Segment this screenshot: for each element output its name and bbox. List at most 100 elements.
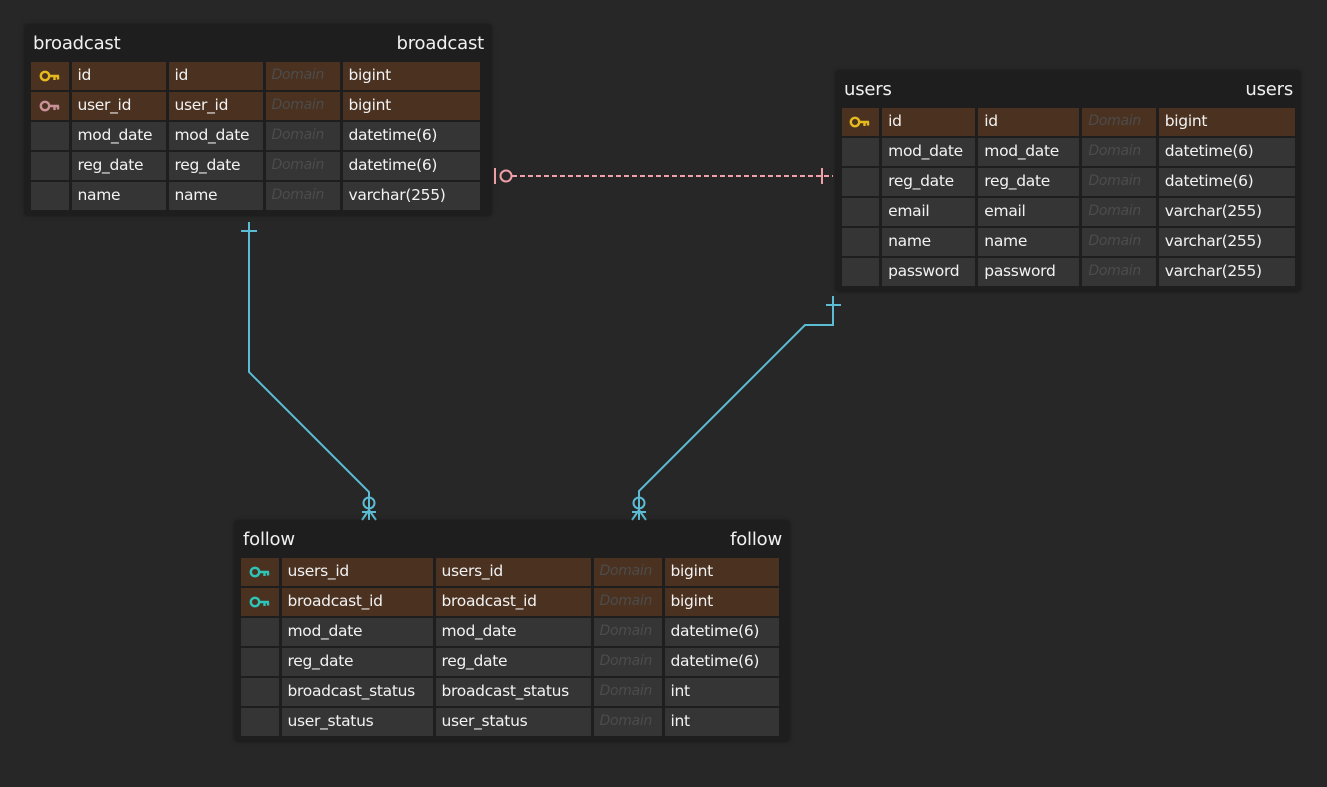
domain-cell[interactable]: Domain bbox=[1082, 228, 1156, 256]
physical-name-cell[interactable]: email bbox=[978, 198, 1080, 226]
physical-name-cell[interactable]: reg_date bbox=[978, 168, 1080, 196]
relationship-broadcast-follow[interactable] bbox=[241, 222, 377, 521]
data-type-cell[interactable]: varchar(255) bbox=[342, 182, 480, 210]
data-type-cell[interactable]: bigint bbox=[342, 62, 480, 90]
logical-name-cell[interactable]: name bbox=[71, 182, 166, 210]
logical-name-cell[interactable]: reg_date bbox=[882, 168, 976, 196]
logical-name-cell[interactable]: mod_date bbox=[281, 618, 433, 646]
entity-header[interactable]: follow follow bbox=[235, 521, 789, 557]
physical-name-cell[interactable]: user_id bbox=[168, 92, 263, 120]
data-type-cell[interactable]: int bbox=[664, 678, 779, 706]
relationship-line[interactable] bbox=[638, 296, 834, 520]
physical-name-cell[interactable]: id bbox=[168, 62, 263, 90]
logical-name-cell[interactable]: broadcast_status bbox=[281, 678, 433, 706]
domain-cell[interactable]: Domain bbox=[1082, 138, 1156, 166]
entity-header[interactable]: broadcast broadcast bbox=[25, 25, 491, 61]
domain-cell[interactable]: Domain bbox=[1082, 168, 1156, 196]
relationship-line[interactable] bbox=[248, 222, 370, 520]
data-type-cell[interactable]: datetime(6) bbox=[342, 152, 480, 180]
data-type-cell[interactable]: datetime(6) bbox=[664, 648, 779, 676]
data-type-cell[interactable]: int bbox=[664, 708, 779, 736]
domain-cell[interactable]: Domain bbox=[1082, 258, 1156, 286]
logical-name-cell[interactable]: user_status bbox=[281, 708, 433, 736]
domain-cell[interactable]: Domain bbox=[593, 618, 662, 646]
logical-name-cell[interactable]: mod_date bbox=[882, 138, 976, 166]
key-slot bbox=[841, 198, 880, 226]
physical-name-cell[interactable]: user_status bbox=[435, 708, 591, 736]
logical-name-cell[interactable]: id bbox=[71, 62, 166, 90]
logical-name-cell[interactable]: reg_date bbox=[71, 152, 166, 180]
entity-header[interactable]: users users bbox=[836, 71, 1300, 107]
logical-name-cell[interactable]: name bbox=[882, 228, 976, 256]
data-type-cell[interactable]: bigint bbox=[664, 588, 779, 616]
data-type-cell[interactable]: bigint bbox=[664, 558, 779, 586]
data-type-cell[interactable]: datetime(6) bbox=[342, 122, 480, 150]
domain-cell[interactable]: Domain bbox=[593, 648, 662, 676]
physical-name-cell[interactable]: name bbox=[168, 182, 263, 210]
domain-cell[interactable]: Domain bbox=[265, 122, 340, 150]
data-type-cell[interactable]: bigint bbox=[1158, 108, 1295, 136]
domain-cell[interactable]: Domain bbox=[265, 152, 340, 180]
physical-name-cell[interactable]: mod_date bbox=[435, 618, 591, 646]
entity-physical-name: broadcast bbox=[396, 32, 485, 54]
data-type-cell[interactable]: varchar(255) bbox=[1158, 258, 1295, 286]
logical-name-cell[interactable]: id bbox=[882, 108, 976, 136]
domain-cell[interactable]: Domain bbox=[1082, 198, 1156, 226]
physical-name-cell[interactable]: broadcast_status bbox=[435, 678, 591, 706]
physical-name-cell[interactable]: broadcast_id bbox=[435, 588, 591, 616]
physical-name-cell[interactable]: reg_date bbox=[435, 648, 591, 676]
physical-name-cell[interactable]: reg_date bbox=[168, 152, 263, 180]
logical-name-cell[interactable]: broadcast_id bbox=[281, 588, 433, 616]
logical-name-cell[interactable]: user_id bbox=[71, 92, 166, 120]
physical-name-cell[interactable]: id bbox=[978, 108, 1080, 136]
domain-cell[interactable]: Domain bbox=[265, 182, 340, 210]
relationship-broadcast-users[interactable] bbox=[494, 168, 833, 184]
domain-cell[interactable]: Domain bbox=[1082, 108, 1156, 136]
relationship-users-follow[interactable] bbox=[631, 296, 841, 521]
physical-name-cell[interactable]: password bbox=[978, 258, 1080, 286]
physical-name-cell[interactable]: mod_date bbox=[978, 138, 1080, 166]
physical-name-cell[interactable]: name bbox=[978, 228, 1080, 256]
data-type-cell[interactable]: datetime(6) bbox=[1158, 168, 1295, 196]
data-type-cell[interactable]: varchar(255) bbox=[1158, 228, 1295, 256]
domain-cell[interactable]: Domain bbox=[593, 678, 662, 706]
data-type-cell[interactable]: varchar(255) bbox=[1158, 198, 1295, 226]
domain-cell[interactable]: Domain bbox=[593, 708, 662, 736]
domain-cell[interactable]: Domain bbox=[265, 62, 340, 90]
logical-name-cell[interactable]: email bbox=[882, 198, 976, 226]
logical-name-cell[interactable]: password bbox=[882, 258, 976, 286]
logical-name-cell[interactable]: mod_date bbox=[71, 122, 166, 150]
physical-name-cell[interactable]: users_id bbox=[435, 558, 591, 586]
data-type-cell[interactable]: datetime(6) bbox=[664, 618, 779, 646]
physical-name-cell[interactable]: mod_date bbox=[168, 122, 263, 150]
domain-cell[interactable]: Domain bbox=[593, 558, 662, 586]
domain-cell[interactable]: Domain bbox=[593, 588, 662, 616]
data-type-cell[interactable]: datetime(6) bbox=[1158, 138, 1295, 166]
logical-name-cell[interactable]: reg_date bbox=[281, 648, 433, 676]
domain-cell[interactable]: Domain bbox=[265, 92, 340, 120]
data-type-cell[interactable]: bigint bbox=[342, 92, 480, 120]
logical-name-cell[interactable]: users_id bbox=[281, 558, 433, 586]
